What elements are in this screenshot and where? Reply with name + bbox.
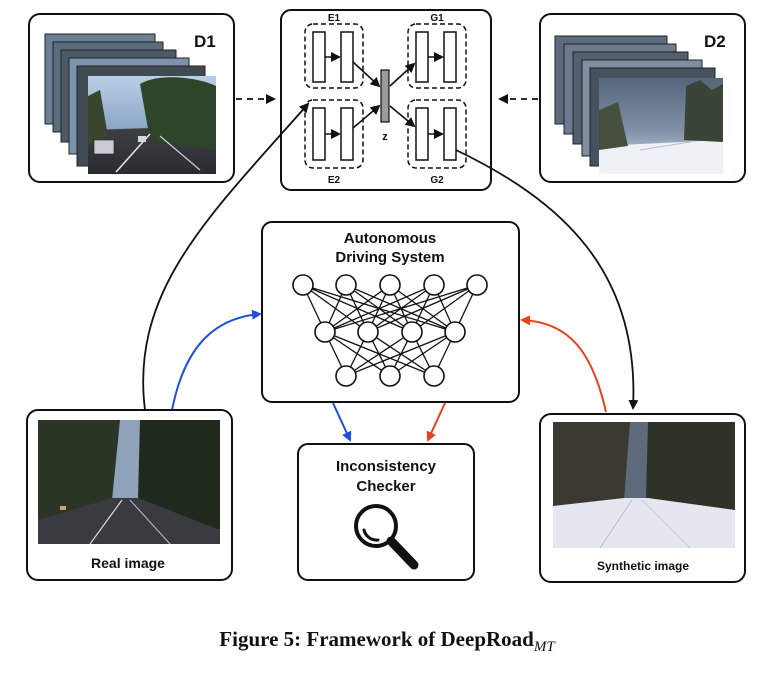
neural-network-node [444, 321, 466, 343]
synthetic-image-box: Synthetic image [539, 413, 746, 583]
neural-network-node [379, 274, 401, 296]
neural-network-node [423, 274, 445, 296]
magnifier-icon [354, 504, 419, 570]
neural-network-edge [324, 284, 435, 333]
neural-network-node [335, 365, 357, 387]
d1-label: D1 [194, 32, 216, 51]
unit-model-box: E1 E2 G1 G2 z [280, 9, 492, 191]
neural-network-edge [389, 331, 456, 377]
z-label: z [382, 131, 388, 143]
neural-network-node [335, 274, 357, 296]
e1-to-z-arrow [352, 61, 381, 88]
encoder-e2 [304, 99, 364, 169]
neural-network-node [423, 365, 445, 387]
ads-title-line1: Autonomous [344, 230, 436, 247]
neural-network-edge [411, 284, 478, 333]
neural-network-node [357, 321, 379, 343]
latent-space-z [380, 69, 390, 123]
neural-network-node [314, 321, 336, 343]
neural-network-nodes [292, 274, 488, 387]
neural-network-node [401, 321, 423, 343]
unit-to-synthetic-image-arrow [455, 149, 639, 410]
d1-front-image [88, 76, 216, 174]
z-to-g2-arrow [389, 105, 416, 128]
e2-label: E2 [328, 175, 341, 186]
e1-label: E1 [328, 13, 341, 24]
checker-title-line2: Checker [356, 478, 415, 495]
real-image-to-unit-arrow [142, 102, 310, 411]
inconsistency-checker-box: Inconsistency Checker [297, 443, 475, 581]
generator-g2 [407, 99, 467, 169]
ads-to-checker-blue-arrow [332, 402, 352, 442]
ads-title-line2: Driving System [335, 249, 444, 266]
neural-network-edge [345, 331, 413, 377]
g1-label: G1 [430, 13, 444, 24]
d2-image-stack [554, 35, 723, 174]
encoder-e1 [304, 23, 364, 89]
z-to-g1-arrow [389, 62, 416, 87]
generator-g1 [407, 23, 467, 89]
checker-title-line1: Inconsistency [336, 458, 437, 475]
synthetic-road-photo [553, 422, 735, 549]
autonomous-driving-system-box: Autonomous Driving System [261, 221, 520, 403]
e2-to-z-arrow [352, 104, 381, 129]
neural-network-edge [367, 284, 478, 333]
figure-caption: Figure 5: Framework of DeepRoadMT [219, 627, 556, 655]
neural-network-node [292, 274, 314, 296]
d2-front-image [599, 78, 723, 174]
synthetic-image-label: Synthetic image [597, 559, 689, 573]
real-image-box: Real image [26, 409, 233, 581]
ads-to-checker-red-arrow [426, 402, 446, 442]
dataset-d2-box: D2 [539, 13, 746, 183]
real-image-label: Real image [91, 555, 165, 571]
neural-network-edge [324, 284, 391, 333]
neural-network-edge [324, 284, 478, 333]
d1-image-stack [44, 33, 216, 174]
d2-label: D2 [704, 32, 726, 51]
neural-network-edge [345, 331, 456, 377]
dataset-d1-box: D1 [28, 13, 235, 183]
real-image-to-ads-arrow [171, 309, 262, 411]
synthetic-image-to-ads-arrow [520, 315, 607, 413]
neural-network-node [379, 365, 401, 387]
caption-subscript: MT [533, 639, 556, 655]
g2-label: G2 [430, 175, 444, 186]
real-road-photo [38, 420, 220, 545]
caption-prefix: Figure 5: Framework of DeepRoad [219, 627, 534, 651]
neural-network-node [466, 274, 488, 296]
